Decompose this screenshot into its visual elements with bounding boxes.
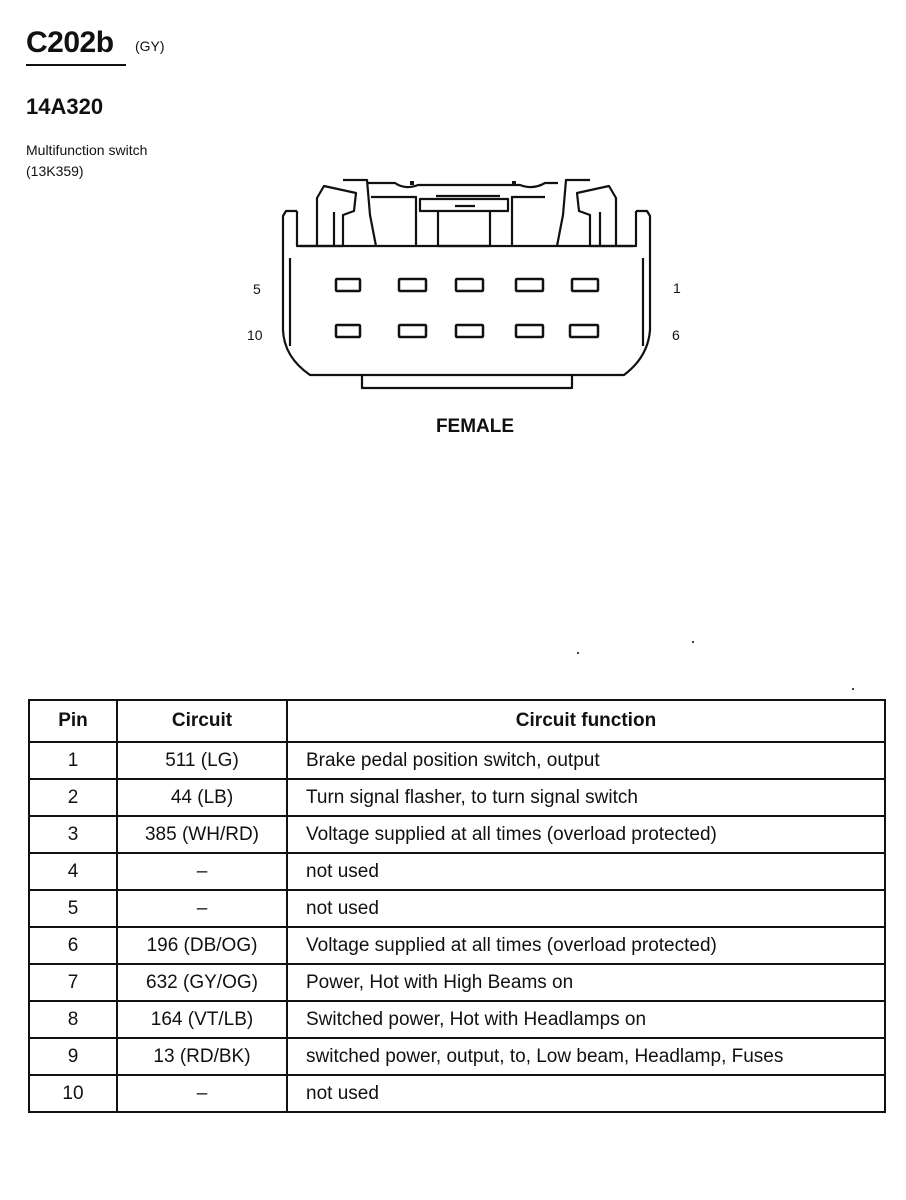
cell-function: Turn signal flasher, to turn signal swit… — [286, 778, 886, 817]
pinout-table: Pin Circuit Circuit function 1 511 (LG) … — [28, 699, 886, 1113]
connector-color: (GY) — [135, 38, 165, 54]
table-row: 10 – not used — [28, 1074, 886, 1113]
left-latch — [295, 184, 358, 248]
cavity-8 — [454, 323, 485, 339]
connector-face-diagram — [281, 178, 652, 390]
connector-id: C202b — [26, 26, 114, 59]
table-row: 9 13 (RD/BK) switched power, output, to,… — [28, 1037, 886, 1076]
table-row: 2 44 (LB) Turn signal flasher, to turn s… — [28, 778, 886, 817]
cell-function: not used — [286, 889, 886, 928]
cavity-2 — [514, 277, 545, 293]
title-underline — [26, 64, 126, 66]
cell-function: Voltage supplied at all times (overload … — [286, 815, 886, 854]
table-row: 5 – not used — [28, 889, 886, 928]
cell-circuit: 13 (RD/BK) — [116, 1037, 288, 1076]
table-row: 1 511 (LG) Brake pedal position switch, … — [28, 741, 886, 780]
cavity-1 — [570, 277, 600, 293]
cell-pin: 1 — [28, 741, 118, 780]
cell-pin: 5 — [28, 889, 118, 928]
table-row: 8 164 (VT/LB) Switched power, Hot with H… — [28, 1000, 886, 1039]
scan-speck — [692, 641, 694, 643]
table-row: 4 – not used — [28, 852, 886, 891]
component-code: (13K359) — [26, 163, 84, 179]
center-lock — [418, 197, 510, 213]
scan-speck — [577, 652, 579, 654]
cell-circuit: 632 (GY/OG) — [116, 963, 288, 1002]
cell-circuit: 385 (WH/RD) — [116, 815, 288, 854]
cell-circuit: 164 (VT/LB) — [116, 1000, 288, 1039]
header-pin: Pin — [28, 699, 118, 743]
cell-pin: 4 — [28, 852, 118, 891]
table-header-row: Pin Circuit Circuit function — [28, 699, 886, 743]
header-circuit: Circuit — [116, 699, 288, 743]
component-name: Multifunction switch — [26, 142, 148, 158]
cell-pin: 7 — [28, 963, 118, 1002]
cavity-10 — [334, 323, 362, 339]
cell-function: Brake pedal position switch, output — [286, 741, 886, 780]
scan-speck — [852, 688, 854, 690]
cavity-4 — [397, 277, 428, 293]
cell-function: not used — [286, 852, 886, 891]
cavity-5 — [334, 277, 362, 293]
header-circuit-function: Circuit function — [286, 699, 886, 743]
cell-pin: 9 — [28, 1037, 118, 1076]
cell-function: Power, Hot with High Beams on — [286, 963, 886, 1002]
cell-pin: 3 — [28, 815, 118, 854]
cell-pin: 2 — [28, 778, 118, 817]
cell-circuit: – — [116, 889, 288, 928]
cell-function: Voltage supplied at all times (overload … — [286, 926, 886, 965]
cavity-7 — [514, 323, 545, 339]
connector-gender: FEMALE — [435, 416, 515, 437]
table-row: 3 385 (WH/RD) Voltage supplied at all ti… — [28, 815, 886, 854]
pin-label-bottom-right: 6 — [672, 327, 680, 343]
table-row: 7 632 (GY/OG) Power, Hot with High Beams… — [28, 963, 886, 1002]
cell-circuit: 196 (DB/OG) — [116, 926, 288, 965]
cavity-3 — [454, 277, 485, 293]
cavity-9 — [397, 323, 428, 339]
bottom-key — [360, 375, 574, 390]
cell-function: Switched power, Hot with Headlamps on — [286, 1000, 886, 1039]
cell-circuit: 511 (LG) — [116, 741, 288, 780]
part-number: 14A320 — [26, 94, 104, 119]
cell-pin: 8 — [28, 1000, 118, 1039]
cavity-6 — [568, 323, 600, 339]
cell-pin: 6 — [28, 926, 118, 965]
pin-label-top-left: 5 — [253, 281, 261, 297]
cell-circuit: 44 (LB) — [116, 778, 288, 817]
pin-label-bottom-left: 10 — [247, 327, 263, 343]
cell-function: not used — [286, 1074, 886, 1113]
right-latch — [575, 184, 638, 248]
pin-label-top-right: 1 — [673, 280, 681, 296]
cell-pin: 10 — [28, 1074, 118, 1113]
cell-function: switched power, output, to, Low beam, He… — [286, 1037, 886, 1076]
top-locking-bar — [367, 181, 558, 189]
table-row: 6 196 (DB/OG) Voltage supplied at all ti… — [28, 926, 886, 965]
cell-circuit: – — [116, 1074, 288, 1113]
cell-circuit: – — [116, 852, 288, 891]
connector-body-outline — [281, 209, 652, 377]
